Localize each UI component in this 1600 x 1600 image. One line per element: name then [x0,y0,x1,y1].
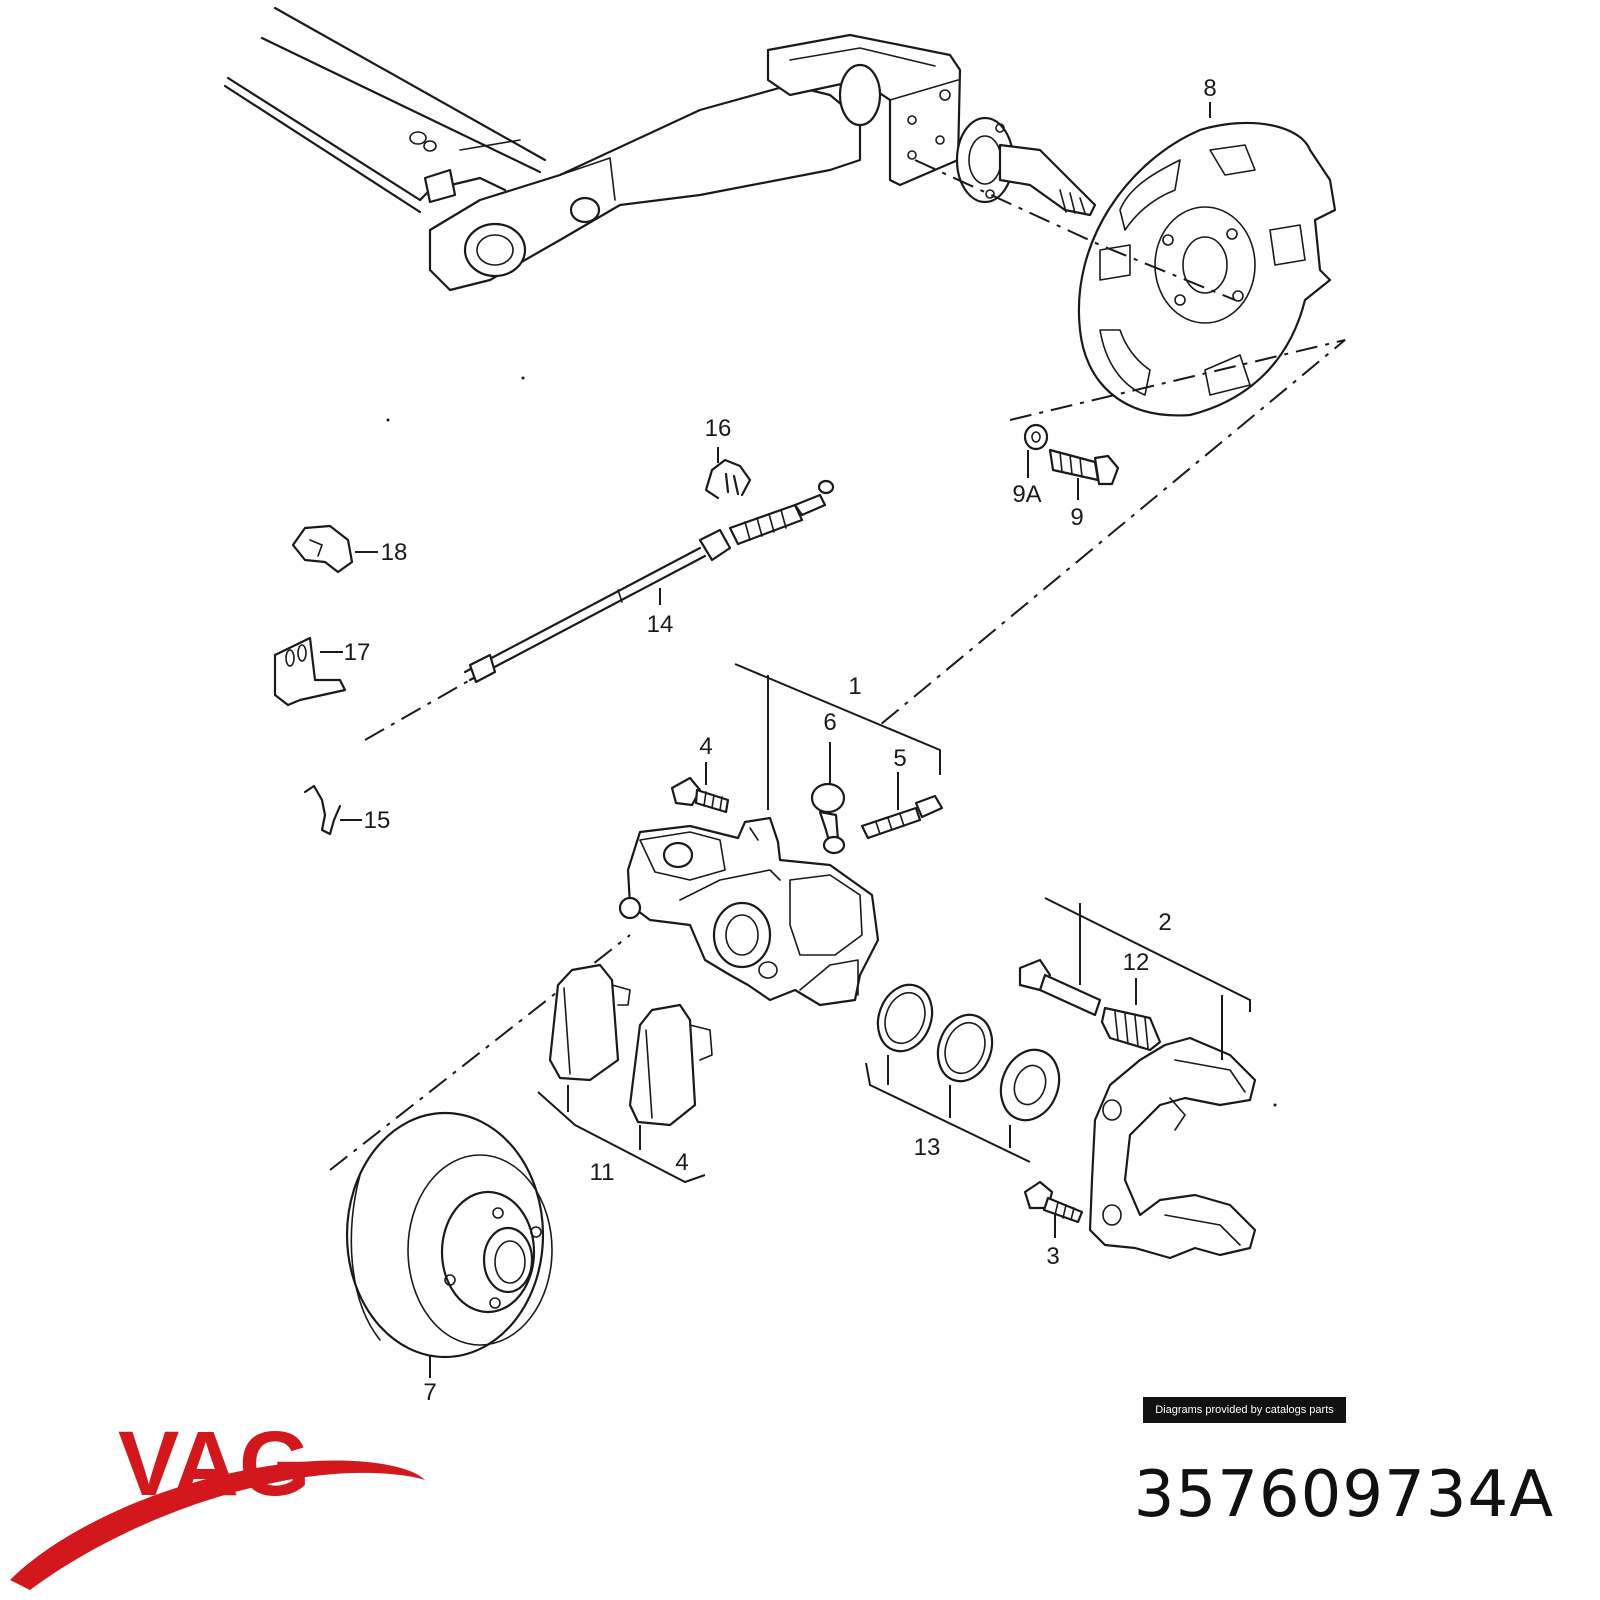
parking-brake-cable [463,479,835,684]
vag-logo: VAG [10,1413,425,1590]
cable-holder-17 [273,636,347,707]
bleed-valve-5 [860,794,944,840]
rear-axle-beam [223,6,862,292]
caliper-to-disc-line [329,934,631,1171]
speck [386,418,390,422]
callout-11: 11 [590,1159,615,1186]
piston-seal-kit [876,983,1061,1122]
callout-2: 2 [1158,909,1171,936]
callout-15: 15 [364,807,391,834]
guide-pin [1018,958,1102,1017]
callout-6: 6 [823,709,836,736]
callout-labels: 8 9A 9 16 18 17 14 15 1 6 4 5 2 12 11 4 … [344,75,1217,1406]
brand-name: VAG [118,1413,311,1515]
callout-8: 8 [1203,75,1216,102]
diagram-credit-banner: Diagrams provided by catalogs parts [1143,1397,1346,1423]
brake-disc [345,1111,553,1359]
stub-axle [955,116,1097,217]
callout-3: 3 [1046,1243,1059,1270]
cable-bracket-18 [291,524,354,574]
callout-7: 7 [423,1379,436,1406]
callout-14: 14 [647,611,674,638]
backing-plate [1077,121,1337,417]
axle-mounting-bracket [766,33,962,187]
brake-pad-outer [628,1003,713,1127]
callout-4-bolt: 4 [699,733,712,760]
guide-pin-boot [1100,1006,1162,1052]
cable-guide-line [364,679,471,741]
dust-cap-6 [810,782,846,855]
brake-caliper [618,816,880,1007]
callout-18: 18 [381,539,408,566]
speck [521,376,525,380]
axle-centerline [914,159,1236,301]
washer-9a [1023,423,1049,451]
callout-13: 13 [914,1134,941,1161]
spring-clip-15 [303,784,342,836]
logo-swoosh [10,1460,425,1590]
bolt-9 [1048,448,1120,486]
callout-9a: 9A [1012,481,1041,508]
callout-4-pad: 4 [675,1149,688,1176]
callout-16: 16 [705,415,732,442]
callout-5: 5 [893,745,906,772]
guide-bolt-4 [670,776,730,814]
callout-1: 1 [848,673,861,700]
leader-lines [320,102,1251,1378]
callout-9: 9 [1070,504,1083,531]
callout-12: 12 [1123,949,1150,976]
caliper-carrier [1088,1036,1257,1260]
speck [1273,1103,1277,1107]
brake-pad-inner [548,963,631,1082]
part-number: 357609734A [1133,1458,1554,1532]
carrier-bolt-3 [1023,1180,1084,1224]
cable-clip-16 [704,458,752,500]
callout-17: 17 [344,639,371,666]
backing-plate-bolt-line [879,339,1346,726]
